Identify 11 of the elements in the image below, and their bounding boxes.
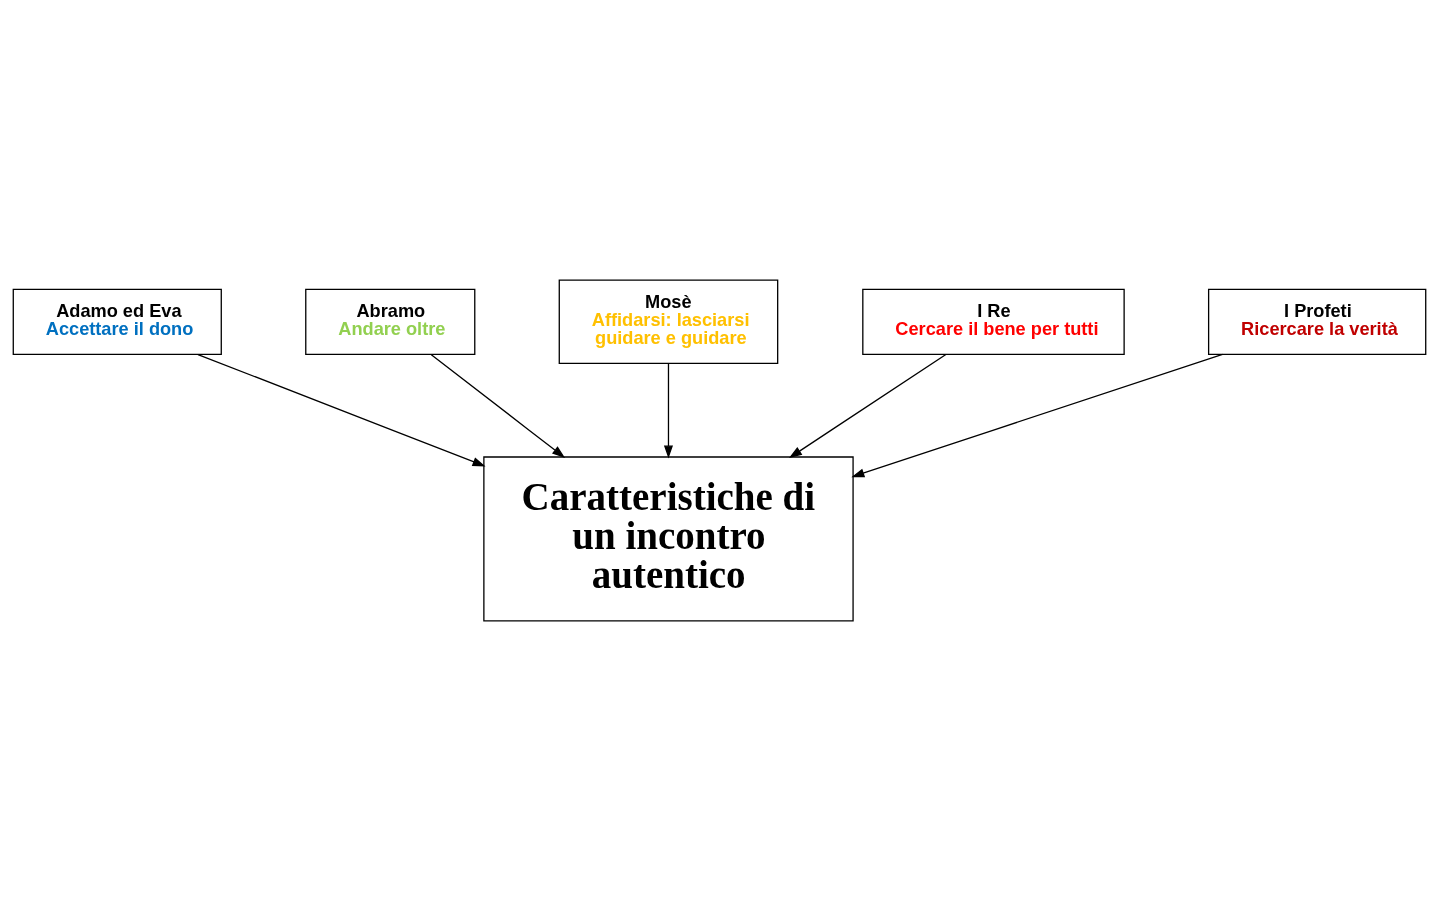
arrow xyxy=(197,353,486,467)
arrow xyxy=(851,353,1224,478)
node-box: Caratteristiche di un incontro autentico xyxy=(483,456,854,622)
node-box: I Re Cercare il bene per tutti xyxy=(862,288,1125,355)
node-box: Abramo Andare oltre xyxy=(305,288,476,355)
arrow xyxy=(789,353,947,459)
node-box: Mosè Affidarsi: lasciarsi guidare e guidare xyxy=(558,279,779,365)
node-box: I Profeti Ricercare la verità xyxy=(1208,288,1427,355)
arrow xyxy=(663,362,674,459)
node-box: Adamo ed Eva Accettare il dono xyxy=(12,288,222,355)
arrow xyxy=(430,354,566,458)
